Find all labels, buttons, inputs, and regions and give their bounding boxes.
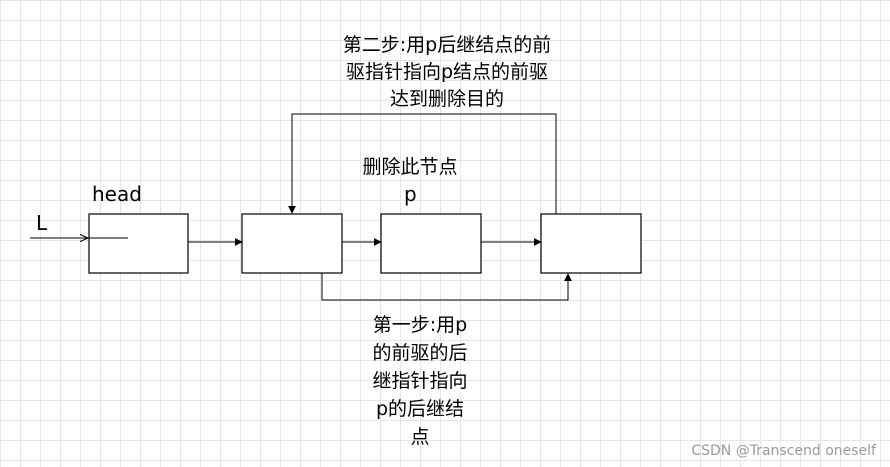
node-p-label: p: [404, 182, 417, 206]
step-one-line: 第一步:用p: [372, 314, 468, 336]
successor-node-box: [540, 213, 642, 274]
head-label: head: [92, 182, 142, 206]
step-two-annotation: 第二步:用p后继结点的前 驱指针指向p结点的前驱 达到删除目的: [322, 32, 572, 113]
step-two-line: 达到删除目的: [389, 88, 504, 110]
step-one-annotation: 第一步:用p 的前驱的后 继指针指向 p的后继结 点: [360, 311, 480, 451]
node-p-box: [380, 213, 482, 274]
list-variable-label: L: [36, 211, 48, 235]
step-one-line: 的前驱的后: [372, 342, 468, 364]
step-one-line: 继指针指向: [372, 370, 468, 392]
step-two-line: 第二步:用p后继结点的前: [342, 34, 552, 56]
step-one-bypass-arrow: [321, 273, 572, 301]
predecessor-node-box: [241, 213, 343, 274]
watermark: CSDN @Transcend oneself: [691, 443, 876, 459]
step-one-line: p的后继结: [375, 398, 465, 420]
delete-node-label: 删除此节点: [362, 156, 458, 178]
step-two-line: 驱指针指向p结点的前驱: [345, 61, 549, 83]
step-one-line: 点: [410, 426, 430, 448]
step-two-bypass-arrow: [288, 113, 557, 214]
head-node-box: [88, 213, 189, 274]
